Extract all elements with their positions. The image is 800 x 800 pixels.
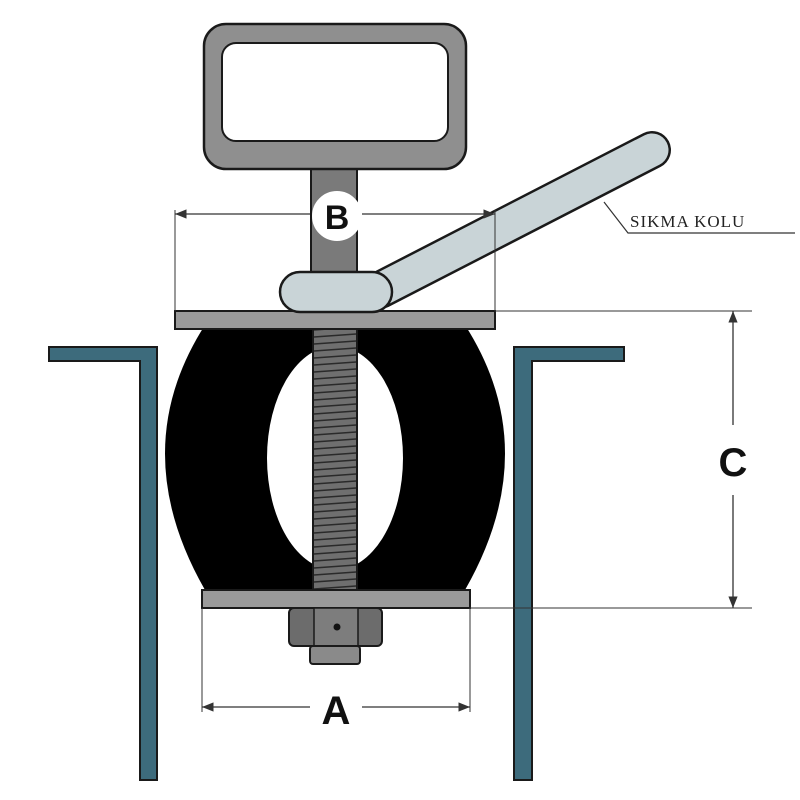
bolt-thread-line (313, 410, 357, 415)
bolt-thread-line (313, 564, 357, 569)
bolt-thread-line (313, 459, 357, 464)
bolt-thread-line (313, 375, 357, 380)
bolt-thread-line (313, 578, 357, 583)
t-handle-grip (202, 22, 468, 171)
bolt-thread-line (313, 529, 357, 534)
bolt-thread-line (313, 585, 357, 590)
bolt-thread-line (313, 389, 357, 394)
tightening-lever (361, 131, 671, 309)
bolt-thread-line (313, 550, 357, 555)
bolt-thread-line (313, 515, 357, 520)
dimension-b: B (174, 191, 496, 311)
dimension-a-label: A (322, 689, 351, 733)
pipe-housing (48, 346, 625, 781)
dimension-c: C (470, 310, 752, 609)
bolt-thread-line (313, 452, 357, 457)
bolt-thread-line (313, 403, 357, 408)
bolt-thread-line (313, 480, 357, 485)
lever-collar (278, 270, 394, 314)
bolt-thread-line (313, 445, 357, 450)
bolt-thread-line (313, 494, 357, 499)
bolt-thread-line (313, 543, 357, 548)
top-pressure-plate (174, 310, 496, 330)
bolt-thread-line (313, 466, 357, 471)
bolt-thread-line (313, 354, 357, 359)
bolt-thread-line (313, 431, 357, 436)
dimension-b-badge (312, 191, 362, 241)
bolt-thread-line (313, 417, 357, 422)
bolt-thread-line (313, 438, 357, 443)
dimension-c-label: C (719, 441, 748, 485)
bolt-thread-line (313, 522, 357, 527)
dimension-b-label: B (325, 199, 350, 237)
dimension-a: A (201, 608, 471, 733)
housing-right-wall (513, 346, 625, 781)
lever-callout: SIKMA KOLU (603, 201, 795, 234)
bolt-thread-line (313, 396, 357, 401)
bolt-thread-line (313, 501, 357, 506)
bolt-thread-line (313, 487, 357, 492)
bolt-thread-line (313, 382, 357, 387)
bolt-thread-line (313, 424, 357, 429)
bolt-thread-line (313, 557, 357, 562)
housing-left-wall (48, 346, 158, 781)
callout-label: SIKMA KOLU (630, 212, 745, 231)
bottom-nut (288, 607, 383, 665)
bolt-thread-line (313, 473, 357, 478)
bolt-thread-line (313, 340, 357, 345)
bolt-thread-line (313, 536, 357, 541)
bolt-thread-line (313, 347, 357, 352)
bottom-pressure-plate (201, 589, 471, 609)
bolt-thread-line (313, 571, 357, 576)
threaded-bolt (312, 299, 358, 621)
bolt-thread-line (313, 333, 357, 338)
callout-leader-line (603, 201, 795, 234)
bolt-thread-line (313, 361, 357, 366)
bolt-thread-line (313, 368, 357, 373)
bolt-thread-line (313, 508, 357, 513)
